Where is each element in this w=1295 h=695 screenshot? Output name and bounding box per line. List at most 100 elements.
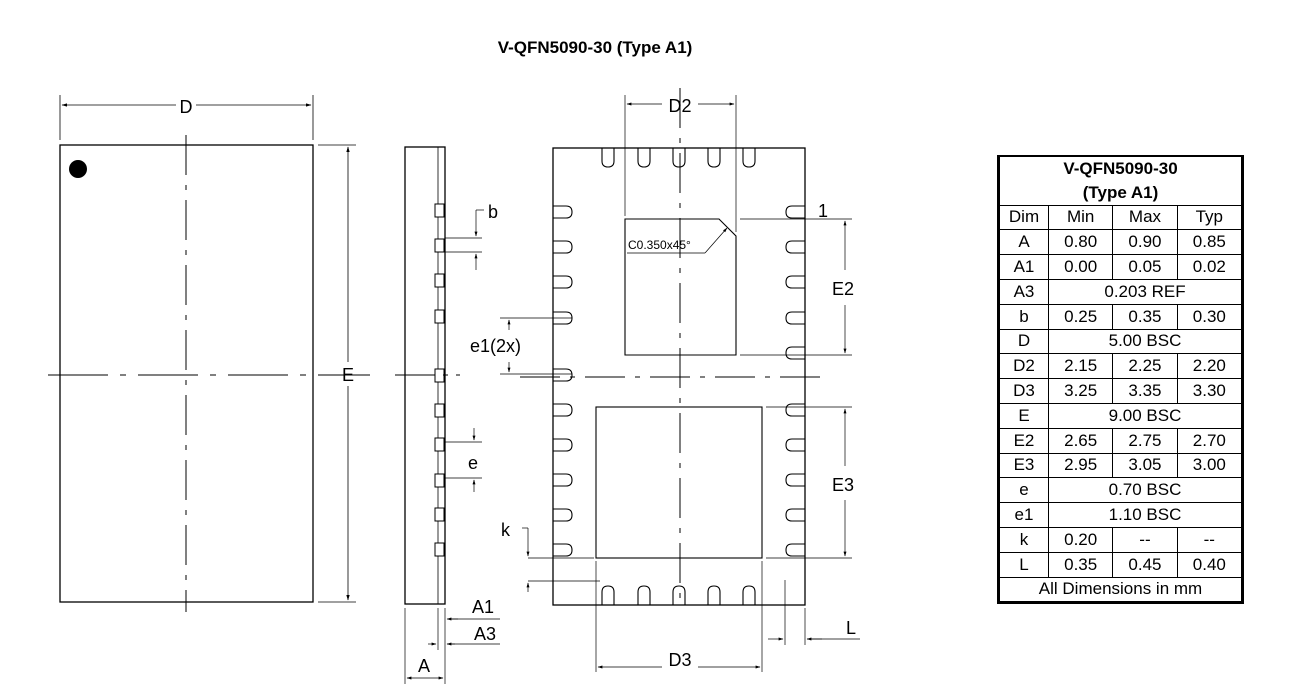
- table-title-line2: (Type A1): [999, 180, 1242, 206]
- max-cell: 2.25: [1112, 353, 1178, 380]
- pad-right: [785, 240, 805, 254]
- side-pad: [434, 273, 445, 288]
- exposed-pad-1: [624, 218, 737, 356]
- max-cell: 0.35: [1112, 303, 1178, 330]
- dim-cell: E: [999, 402, 1049, 429]
- pad-top: [707, 148, 721, 168]
- max-cell: 0.05: [1112, 254, 1178, 280]
- pin1-dot: [69, 160, 87, 178]
- exposed-pad-2: [595, 406, 763, 559]
- dim-cell: A: [999, 229, 1049, 256]
- pad-left: [553, 508, 573, 522]
- side-pad: [434, 437, 445, 452]
- typ-cell: 0.40: [1176, 551, 1243, 578]
- dim-cell: E3: [999, 452, 1049, 479]
- max-cell: --: [1112, 526, 1178, 553]
- max-cell: 3.35: [1112, 378, 1178, 404]
- typ-cell: 3.00: [1176, 452, 1243, 479]
- label-k: k: [501, 520, 511, 540]
- pad-left: [553, 275, 573, 289]
- label-pin1: 1: [818, 201, 828, 221]
- dim-cell: b: [999, 303, 1049, 330]
- min-cell: 2.15: [1047, 353, 1114, 380]
- pad-right: [785, 311, 805, 325]
- header-min: Min: [1047, 204, 1114, 231]
- pad-top: [742, 148, 756, 168]
- pad-right: [785, 205, 805, 219]
- pad-left: [553, 205, 573, 219]
- label-d2: D2: [668, 96, 691, 116]
- pad-top: [637, 148, 651, 168]
- label-a3: A3: [474, 624, 496, 644]
- pad-right: [785, 275, 805, 289]
- dim-cell: e1: [999, 502, 1049, 528]
- label-a1: A1: [472, 597, 494, 617]
- label-e3: E3: [832, 475, 854, 495]
- table-header-row: Dim Min Max Typ: [999, 204, 1243, 231]
- pad-right: [785, 508, 805, 522]
- min-cell: 3.25: [1047, 378, 1114, 404]
- side-pad: [434, 403, 445, 418]
- span-cell: 9.00 BSC: [1048, 402, 1242, 429]
- min-cell: 0.35: [1047, 551, 1114, 578]
- label-a: A: [418, 656, 430, 676]
- pad-bottom: [707, 585, 721, 605]
- pad-bottom: [637, 585, 651, 605]
- typ-cell: 2.70: [1176, 427, 1243, 454]
- pad-left: [553, 368, 573, 382]
- min-cell: 2.65: [1047, 427, 1114, 454]
- typ-cell: 3.30: [1176, 378, 1243, 404]
- span-cell: 0.203 REF: [1048, 278, 1242, 305]
- pad-left: [553, 543, 573, 557]
- dim-cell: A3: [999, 278, 1049, 305]
- pad-bottom: [742, 585, 756, 605]
- label-e-pitch: e: [468, 453, 478, 473]
- bottom-view: C0.350x45° D2 D3 E2 1 E3 e1(2x): [470, 88, 860, 672]
- side-pad: [434, 507, 445, 522]
- dim-cell: D2: [999, 353, 1049, 380]
- table-title-line1: V-QFN5090-30: [999, 157, 1242, 181]
- side-pads: [434, 203, 445, 557]
- min-cell: 2.95: [1047, 452, 1114, 479]
- min-cell: 0.25: [1047, 303, 1114, 330]
- max-cell: 0.90: [1112, 229, 1178, 256]
- min-cell: 0.80: [1047, 229, 1114, 256]
- header-typ: Typ: [1176, 204, 1243, 231]
- min-cell: 0.00: [1047, 254, 1114, 280]
- pad-bottom: [672, 585, 686, 605]
- side-view: b e A1 A3 A: [395, 146, 500, 684]
- max-cell: 3.05: [1112, 452, 1178, 479]
- dim-cell: E2: [999, 427, 1049, 454]
- pad-right: [785, 403, 805, 417]
- pad-top: [672, 148, 686, 168]
- top-view: D E: [48, 95, 370, 612]
- label-d3: D3: [668, 650, 691, 670]
- dim-cell: L: [999, 551, 1049, 578]
- typ-cell: 0.85: [1176, 229, 1243, 256]
- pad-right: [785, 543, 805, 557]
- label-d: D: [180, 97, 193, 117]
- header-max: Max: [1112, 204, 1178, 231]
- dim-cell: k: [999, 526, 1049, 553]
- pad-right: [785, 438, 805, 452]
- pad-bottom: [601, 585, 615, 605]
- side-pad: [434, 309, 445, 324]
- max-cell: 2.75: [1112, 427, 1178, 454]
- dim-cell: D3: [999, 378, 1049, 404]
- pad-right: [785, 346, 805, 360]
- dimension-table: V-QFN5090-30 (Type A1) Dim Min Max Typ A…: [997, 155, 1244, 605]
- pad-left: [553, 438, 573, 452]
